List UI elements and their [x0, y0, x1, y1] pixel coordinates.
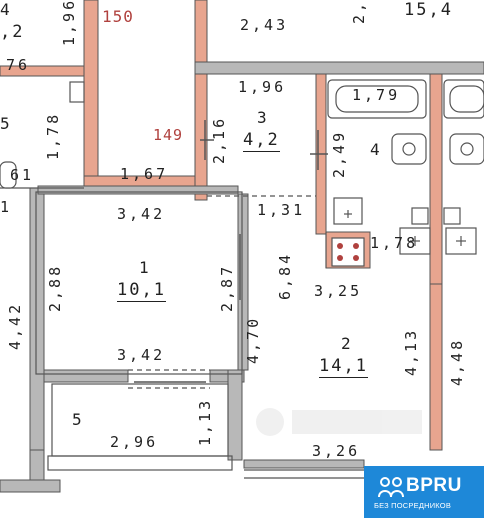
dimension-label: 2,16 [210, 115, 228, 164]
dimension-label: 4,13 [402, 327, 420, 376]
wall-segment [43, 369, 129, 383]
toilet-icon [0, 161, 17, 189]
wall-segment [83, 0, 99, 189]
people-icon [378, 477, 404, 498]
badge-tagline: БЕЗ ПОСРЕДНИКОВ [374, 501, 452, 510]
dimension-label: 3,25 [314, 282, 363, 300]
dimension-label: 4,70 [244, 315, 262, 364]
wall-segment [227, 369, 243, 461]
bathtub-icon [327, 79, 427, 119]
wall-segment [194, 61, 484, 75]
dimension-label: 2,96 [110, 433, 159, 451]
dimension-label: 3,42 [117, 346, 166, 364]
dimension-label: 2,87 [218, 263, 236, 312]
bathtub-icon [443, 79, 484, 119]
dimension-label: 61 [10, 166, 35, 184]
dimension-label: 3,26 [312, 442, 361, 460]
dimension-label: 1,13 [196, 397, 214, 446]
dimension-label: 1,31 [257, 201, 306, 219]
dimension-label: 1,78 [44, 111, 62, 160]
dimension-label: 2, [350, 0, 368, 24]
watermark-logo [256, 408, 422, 436]
dimension-label: 2,88 [46, 263, 64, 312]
bpru-badge[interactable]: BPRU БЕЗ ПОСРЕДНИКОВ [364, 466, 484, 518]
toilet-icon [391, 133, 427, 165]
room1-outline [35, 191, 243, 375]
dimension-label: 1,96 [238, 78, 287, 96]
dimension-label: 2,49 [330, 129, 348, 178]
neighbor-room-4-area: ,2 [0, 22, 25, 42]
dimension-label: 1,78 [370, 234, 419, 252]
wall-segment [29, 449, 45, 481]
neighbor-room-4-number: 4 [0, 0, 10, 19]
wall-segment [243, 459, 365, 469]
stove-icon [331, 237, 365, 267]
room-5-number: 5 [72, 410, 82, 429]
room-3-area: 4,2 [243, 130, 280, 152]
outlines [0, 187, 364, 479]
dimension-label: 4,48 [448, 337, 466, 386]
dimension-label: 1,96 [60, 0, 78, 46]
balcony-rail [47, 455, 233, 471]
wall-segment [429, 73, 443, 287]
wall-segment [29, 187, 45, 451]
red-label-149: 149 [153, 126, 184, 144]
sink-icon [445, 227, 477, 255]
neighbor-room-5-number: 5 [0, 114, 10, 133]
dimension-label: 76 [6, 56, 31, 74]
toilet-icon [449, 133, 484, 165]
room-4-number: 4 [370, 140, 380, 159]
wall-segment [429, 283, 443, 451]
dimension-label: 1,79 [352, 86, 401, 104]
dimension-label: 6,84 [276, 251, 294, 300]
sink-icon [69, 81, 85, 103]
wall-segment [37, 185, 239, 195]
dimension-label: 1 [0, 198, 13, 216]
badge-logo-text: BPRU [406, 475, 462, 496]
room-2-area: 14,1 [319, 356, 368, 378]
wall-segment [0, 65, 85, 77]
room-2-number: 2 [341, 334, 351, 353]
room-3-number: 3 [257, 108, 267, 127]
room-1-area: 10,1 [117, 280, 166, 302]
dimension-label: 2,43 [240, 16, 289, 34]
dimension-label: 3,42 [117, 205, 166, 223]
partitions [0, 61, 484, 493]
dimension-label: 4,42 [6, 301, 24, 350]
fixtures [0, 79, 484, 267]
neighbor-area: 15,4 [404, 0, 453, 20]
openings [128, 195, 316, 389]
wall-segment [0, 479, 61, 493]
doors [134, 120, 328, 383]
red-label-150: 150 [102, 7, 134, 26]
wall-segment [194, 0, 208, 201]
room-1-number: 1 [139, 258, 149, 277]
dimension-label: 1,67 [120, 165, 169, 183]
